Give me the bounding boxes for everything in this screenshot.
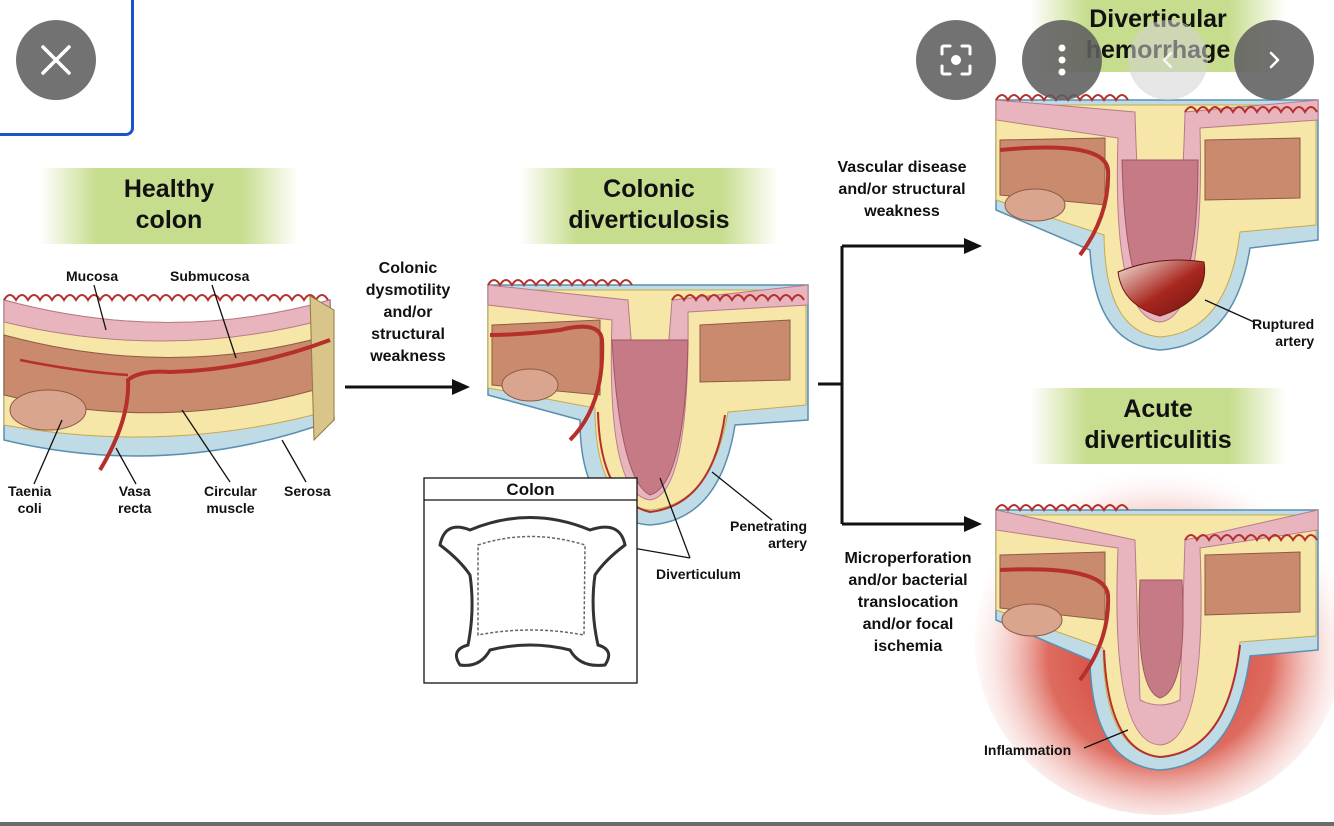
chevron-left-icon xyxy=(1162,51,1173,69)
title-line: colon xyxy=(135,206,203,234)
label-line: Taenia xyxy=(8,483,52,499)
close-focus-frame xyxy=(0,0,134,136)
note-line: and/or xyxy=(383,304,433,321)
title-line: diverticulosis xyxy=(568,206,730,234)
close-icon xyxy=(41,45,71,75)
label-line: Vasa xyxy=(118,483,151,499)
note-line: dysmotility xyxy=(365,282,451,299)
label-line: Ruptured xyxy=(1252,316,1315,332)
label-line: artery xyxy=(768,535,808,551)
mucosa-label: Mucosa xyxy=(66,268,119,284)
dysmotility-note: Colonic dysmotility and/or structural we… xyxy=(350,258,466,368)
vasa-recta-label: Vasa recta xyxy=(118,483,151,517)
title-line: Colonic xyxy=(603,175,695,203)
diverticulitis-title: Acute diverticulitis xyxy=(1030,388,1286,464)
more-options-button[interactable] xyxy=(1022,20,1102,100)
diverticulosis-illustration xyxy=(487,279,809,526)
healthy-leaders xyxy=(33,284,307,485)
lens-icon xyxy=(940,44,972,76)
inflammation-leader xyxy=(1083,729,1129,749)
note-line: ischemia xyxy=(873,638,943,655)
vascular-note: Vascular disease and/or structural weakn… xyxy=(826,157,978,223)
label-line: coli xyxy=(17,500,42,516)
note-line: Colonic xyxy=(378,260,438,277)
branch-arrows xyxy=(818,244,968,526)
title-line: Healthy xyxy=(123,175,215,203)
lens-button[interactable] xyxy=(916,20,996,100)
healthy-colon-illustration xyxy=(3,294,335,472)
colon-inset xyxy=(423,477,638,684)
taenia-coli-label: Taenia coli xyxy=(8,483,51,517)
inflammation-label: Inflammation xyxy=(984,742,1072,758)
note-line: and/or structural xyxy=(838,181,966,198)
penetrating-artery-label: Penetrating artery xyxy=(730,518,807,552)
note-line: translocation xyxy=(857,594,959,611)
note-line: structural xyxy=(371,326,445,343)
close-button[interactable] xyxy=(16,20,96,100)
title-line: Acute xyxy=(1123,395,1193,423)
circular-muscle-label: Circular muscle xyxy=(204,483,257,517)
previous-button[interactable] xyxy=(1128,20,1208,100)
next-button[interactable] xyxy=(1234,20,1314,100)
bottom-edge-bar xyxy=(0,822,1334,826)
label-line: Penetrating xyxy=(730,518,808,534)
label-line: Circular xyxy=(204,483,257,499)
note-line: Microperforation xyxy=(844,550,972,567)
note-line: and/or focal xyxy=(862,616,954,633)
submucosa-label: Submucosa xyxy=(170,268,250,284)
microperforation-note: Microperforation and/or bacterial transl… xyxy=(832,548,984,658)
serosa-label: Serosa xyxy=(284,483,331,499)
healthy-colon-title: Healthy colon xyxy=(40,168,298,244)
hemorrhage-illustration xyxy=(995,94,1319,351)
ruptured-artery-label: Ruptured artery xyxy=(1252,316,1314,350)
ruptured-leader xyxy=(1204,299,1255,323)
diverticulosis-title: Colonic diverticulosis xyxy=(520,168,778,244)
note-line: and/or bacterial xyxy=(848,572,968,589)
title-line: diverticulitis xyxy=(1084,426,1232,454)
diverticulum-label: Diverticulum xyxy=(656,566,741,582)
label-line: recta xyxy=(118,500,152,516)
note-line: weakness xyxy=(864,203,940,220)
note-line: weakness xyxy=(370,348,446,365)
note-line: Vascular disease xyxy=(837,159,967,176)
chevron-right-icon xyxy=(1269,51,1280,69)
colon-inset-label: Colon xyxy=(506,480,555,499)
arrow-to-diverticulosis xyxy=(345,379,470,395)
more-vertical-icon xyxy=(1058,44,1066,76)
diverticulitis-illustration xyxy=(975,465,1334,815)
label-line: artery xyxy=(1275,333,1315,349)
label-line: muscle xyxy=(206,500,255,516)
